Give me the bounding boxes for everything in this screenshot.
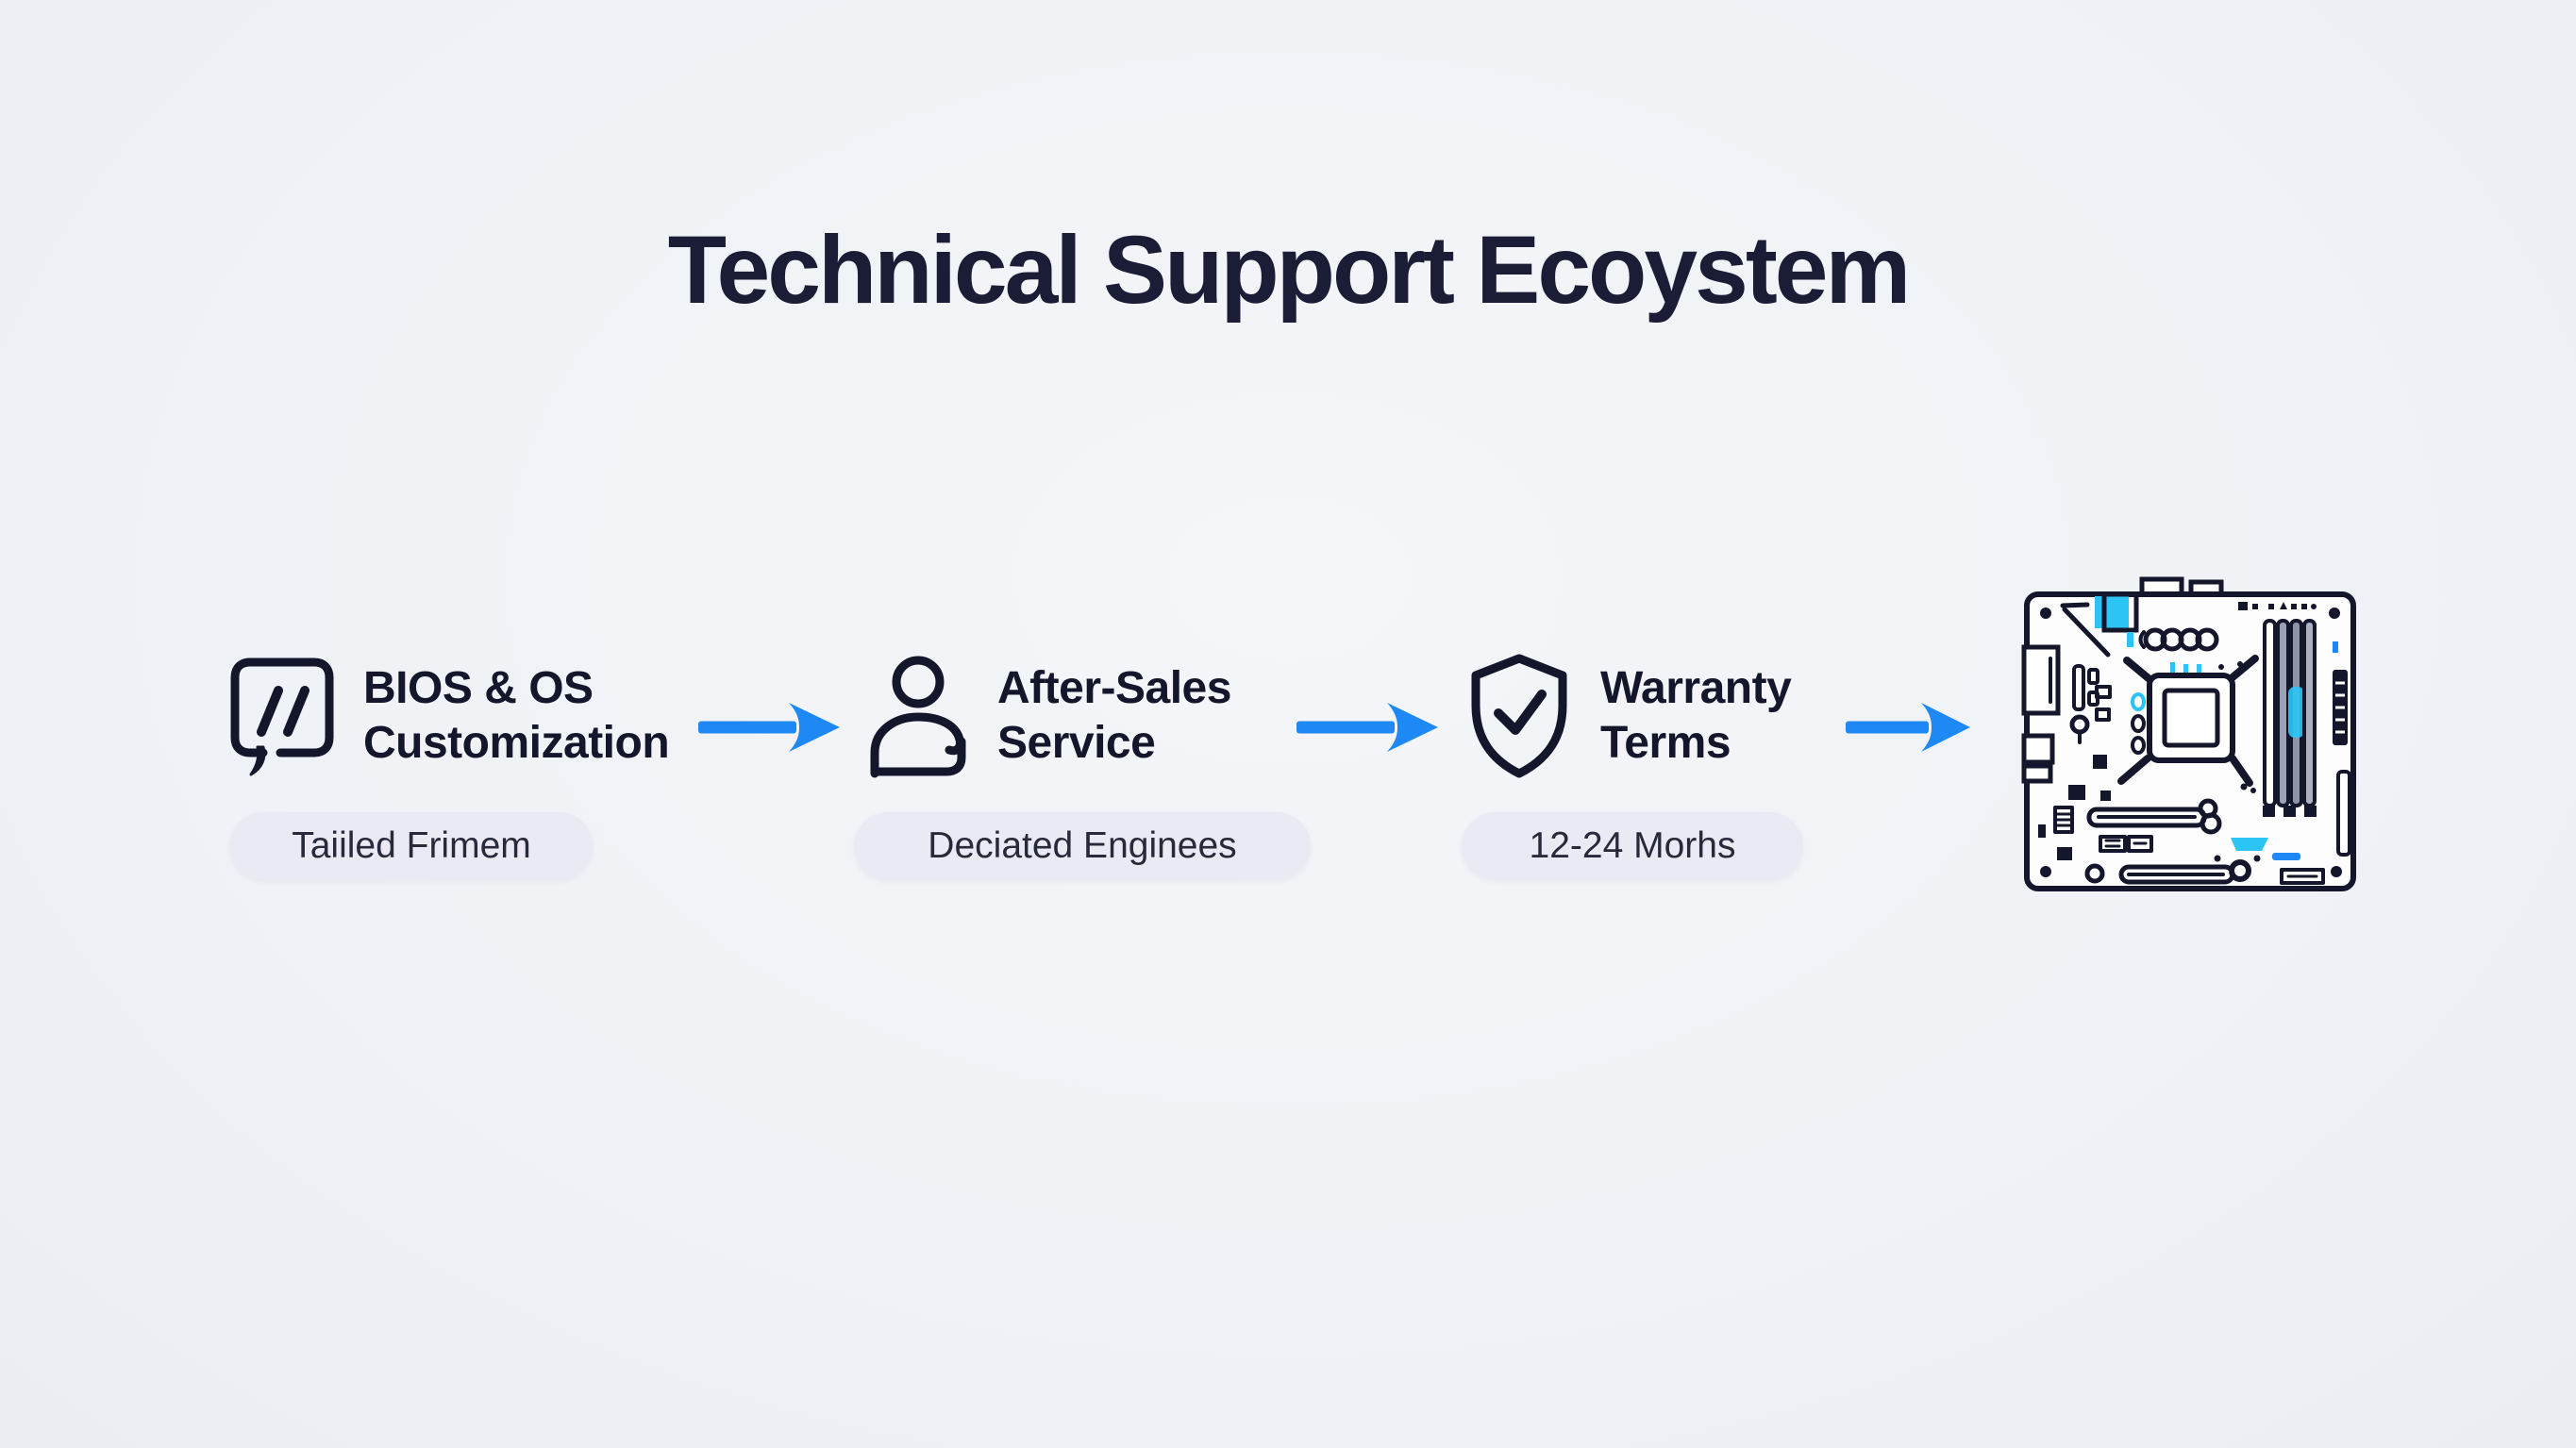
step-title-after-sales: After-Sales Service <box>997 661 1231 771</box>
step-title-bios-os: BIOS & OS Customization <box>363 661 670 771</box>
step-bios-os-customization: BIOS & OS Customization <box>229 653 670 779</box>
arrow-right-icon <box>1846 703 1970 752</box>
arrow-right-icon <box>1296 703 1438 752</box>
badge-tailored-firmware: Taiiled Frimem <box>230 812 593 880</box>
shield-check-icon <box>1466 653 1572 779</box>
step-title-line2: Service <box>997 718 1156 768</box>
motherboard-illustration <box>2021 576 2356 891</box>
step-title-warranty: Warranty Terms <box>1600 661 1792 771</box>
person-icon <box>863 653 969 779</box>
step-title-line1: After-Sales <box>997 663 1231 713</box>
page-title: Technical Support Ecoystem <box>667 216 1911 324</box>
arrow-right-icon <box>698 703 840 752</box>
step-after-sales-service: After-Sales Service <box>863 653 1231 779</box>
badge-warranty-months: 12-24 Morhs <box>1462 812 1803 880</box>
step-title-line2: Customization <box>363 718 670 768</box>
step-title-line1: Warranty <box>1600 663 1792 713</box>
step-title-line1: BIOS & OS <box>363 663 594 713</box>
chat-code-icon <box>229 653 335 779</box>
badge-dedicated-engineers: Deciated Enginees <box>854 812 1311 880</box>
step-warranty-terms: Warranty Terms <box>1466 653 1792 779</box>
step-title-line2: Terms <box>1600 718 1731 768</box>
